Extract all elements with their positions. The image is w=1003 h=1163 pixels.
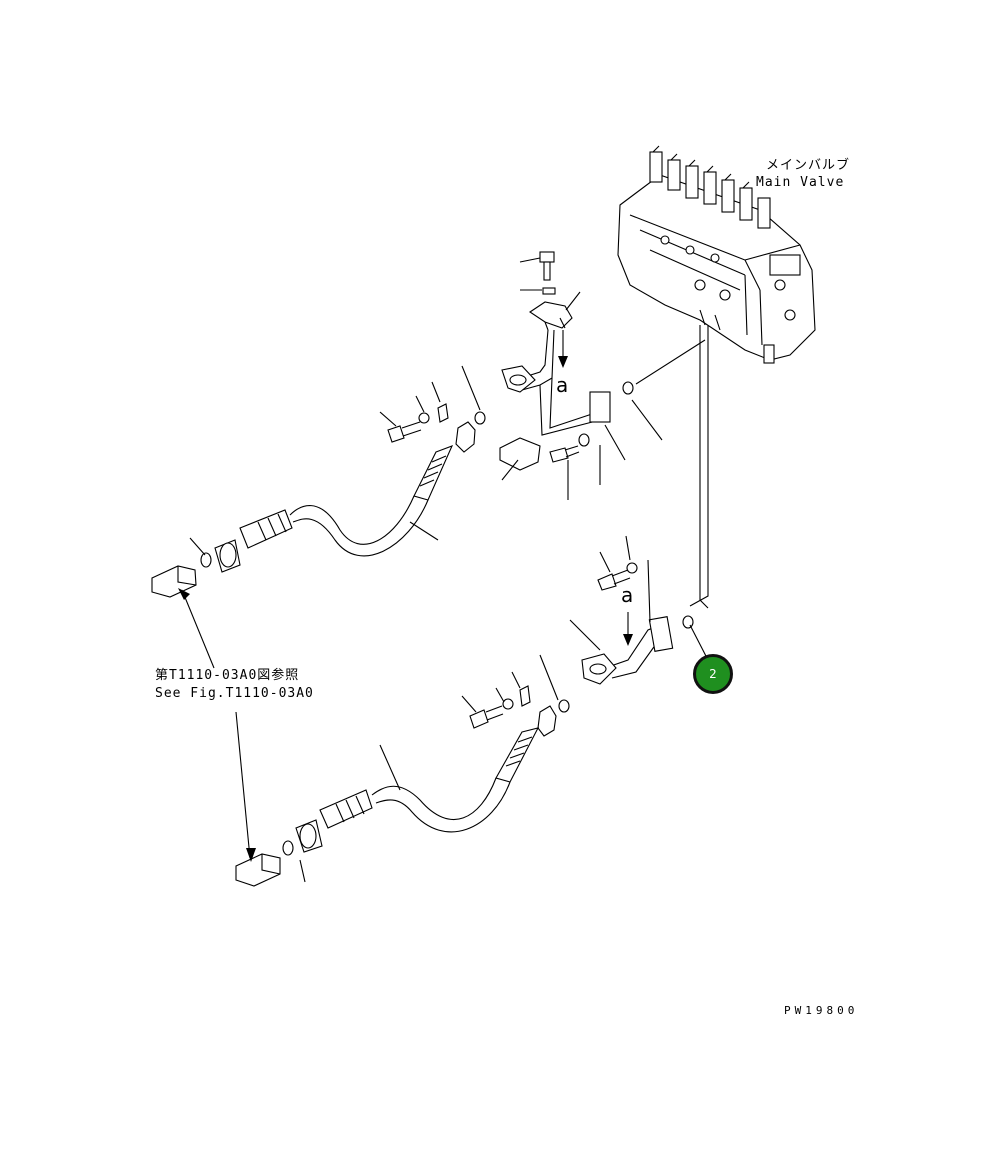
- part-callout-2[interactable]: 2: [693, 654, 733, 694]
- view-a-marker-top: a: [556, 373, 570, 397]
- callout-leader: [689, 624, 709, 661]
- see-fig-label-jp: 第T1110-03A0図参照: [155, 668, 300, 683]
- drawing-number: PW19800: [784, 1004, 859, 1017]
- valve-feed-line: [689, 325, 709, 609]
- upper-pipe-route: [151, 251, 706, 598]
- see-fig-label-en: See Fig.T1110-03A0: [155, 686, 314, 701]
- main-valve-label-jp: メインバルブ: [766, 158, 851, 173]
- view-a-marker-bottom: a: [621, 583, 635, 607]
- reference-arrows: [178, 588, 256, 862]
- lower-pipe-route: [235, 535, 694, 887]
- main-valve-assembly: [617, 145, 816, 364]
- main-valve-label-en: Main Valve: [756, 175, 845, 190]
